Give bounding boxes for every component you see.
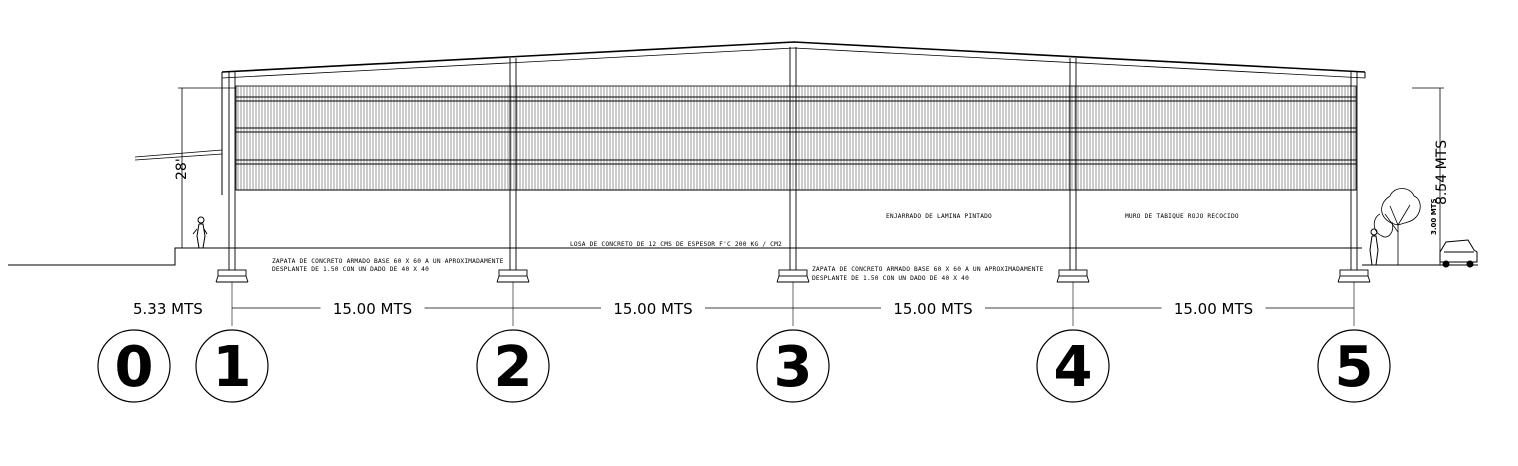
axis-bubble: 2 [476,329,550,403]
column [776,47,810,326]
column [215,72,249,326]
column [1337,72,1371,326]
left-height-label: 28' [174,158,190,180]
axis-label: 0 [115,335,154,400]
right-height-dimension [1378,87,1444,266]
ground-line [8,247,1478,266]
tree-icon [1373,188,1421,265]
right-wall-height-label: 3.00 MTS [1430,199,1438,236]
wall-note: MURO DE TABIQUE ROJO RECOCIDO [1125,213,1239,220]
span-label: 15.00 MTS [613,300,692,318]
axis-bubble: 0 [97,329,171,403]
span-label: 15.00 MTS [333,300,412,318]
span-label: 15.00 MTS [1174,300,1253,318]
axis-label: 4 [1054,335,1093,400]
columns [215,47,1371,326]
cladding-note: ENJARRADO DE LAMINA PINTADO [886,213,992,220]
car-icon [1439,239,1478,268]
person-figure-right [1369,228,1379,266]
footing-note-left-line1: ZAPATA DE CONCRETO ARMADO BASE 60 X 60 A… [272,258,504,265]
left-height-dimension [178,87,236,249]
footing-note-left-line2: DESPLANTE DE 1.50 CON UN DADO DE 40 X 40 [272,266,429,273]
axis-bubble: 1 [195,329,269,403]
axis-label: 5 [1335,335,1374,400]
right-total-height-label: 8.54 MTS [1434,140,1450,205]
person-figure-left [192,216,208,249]
column [496,58,530,326]
axis-bubble: 5 [1317,329,1391,403]
span-label: 15.00 MTS [893,300,972,318]
slab-note: LOSA DE CONCRETO DE 12 CMS DE ESPESOR F'… [570,241,782,248]
axis-bubble: 4 [1036,329,1110,403]
footing-note-center-line1: ZAPATA DE CONCRETO ARMADO BASE 60 X 60 A… [812,266,1044,273]
column [1056,58,1090,326]
axis-label: 3 [774,335,813,400]
left-canopy [134,149,223,195]
left-cantilever-label: 5.33 MTS [133,300,203,318]
axis-label: 2 [494,335,533,400]
axis-label: 1 [213,335,252,400]
footing-note-center-line2: DESPLANTE DE 1.50 CON UN DADO DE 40 X 40 [812,275,969,282]
axis-bubble: 3 [756,329,830,403]
